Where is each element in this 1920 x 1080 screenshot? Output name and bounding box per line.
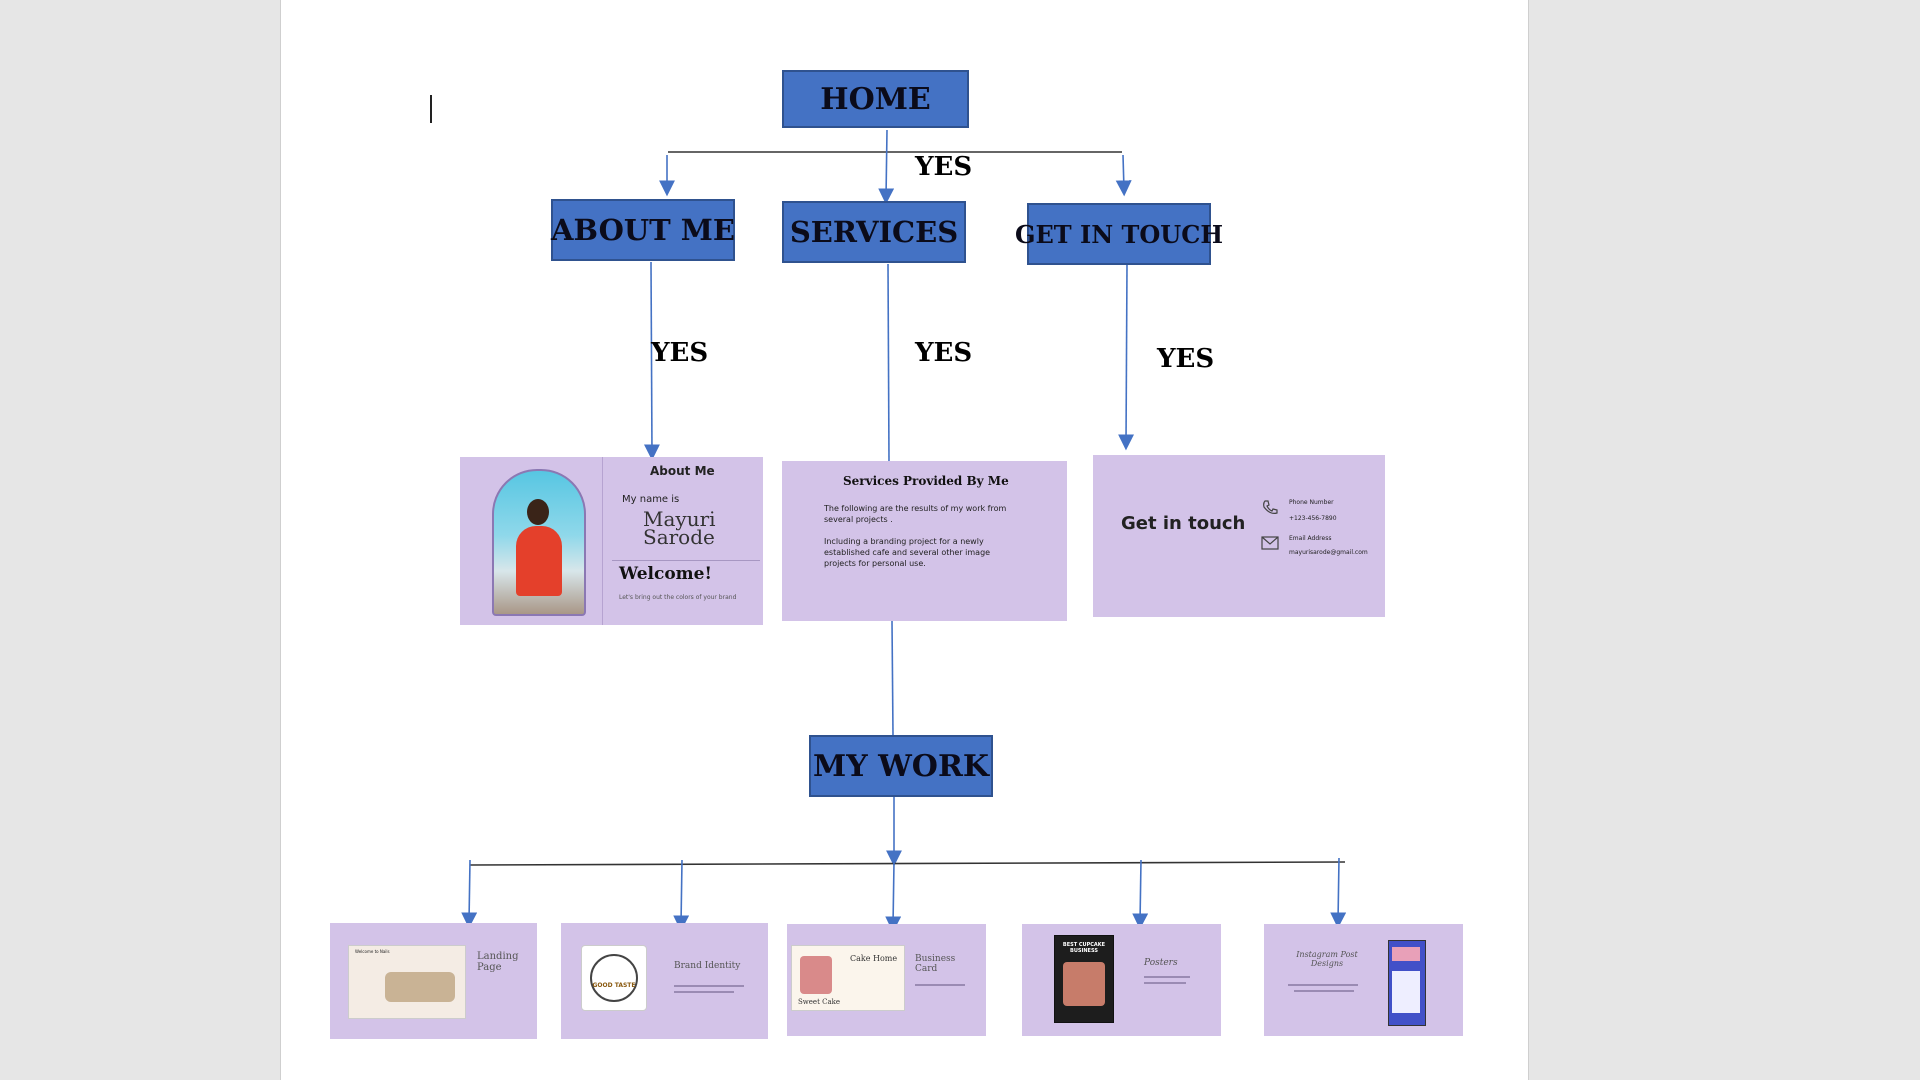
profile-photo — [492, 469, 586, 616]
landing-page-title: Landing Page — [477, 951, 519, 973]
edge-label-contact: YES — [1157, 344, 1215, 374]
landing-page-thumbnail: Welcome to Nails — [348, 945, 466, 1019]
posters-title: Posters — [1144, 958, 1178, 968]
instagram-thumbnail — [1388, 940, 1426, 1026]
contact-heading: Get in touch — [1121, 513, 1246, 534]
services-heading: Services Provided By Me — [843, 474, 1009, 488]
node-my-work: MY WORK — [809, 735, 993, 797]
posters-thumbnail: BEST CUPCAKE BUSINESS — [1054, 935, 1114, 1023]
about-heading: About Me — [650, 464, 715, 478]
arrow-work-2 — [673, 859, 690, 932]
edge-label-about: YES — [651, 338, 709, 368]
brand-identity-thumbnail: GOOD TASTE — [581, 945, 647, 1011]
services-para-1: The following are the results of my work… — [824, 504, 1007, 524]
about-tagline: Let's bring out the colors of your brand — [619, 594, 737, 601]
node-services: SERVICES — [782, 201, 966, 263]
work-card-posters: BEST CUPCAKE BUSINESS Posters — [1022, 924, 1221, 1036]
email-label: Email Address — [1289, 535, 1332, 542]
phone-label: Phone Number — [1289, 499, 1334, 506]
about-name-last: Sarode — [643, 525, 715, 549]
node-get-in-touch: GET IN TOUCH — [1015, 203, 1223, 265]
business-card-thumbnail: Cake Home Sweet Cake — [791, 945, 905, 1011]
brand-identity-title: Brand Identity — [674, 961, 741, 971]
email-value: mayurisarode@gmail.com — [1289, 549, 1368, 556]
about-intro: My name is — [622, 494, 680, 505]
node-about-me: ABOUT ME — [551, 199, 735, 261]
arrow-home-services — [878, 129, 895, 205]
text-cursor — [430, 95, 432, 123]
services-para-2: Including a branding project for a newly… — [824, 537, 991, 568]
edge-label-home: YES — [915, 152, 973, 182]
arrow-work-4 — [1132, 859, 1149, 930]
get-in-touch-card: Get in touch Phone Number +123-456-7890 … — [1093, 455, 1385, 617]
instagram-title: Instagram Post Designs — [1296, 950, 1358, 968]
work-card-business-card: Cake Home Sweet Cake Business Card — [787, 924, 986, 1036]
arrow-work-3 — [885, 861, 902, 933]
phone-value: +123-456-7890 — [1289, 515, 1337, 522]
line-services-card — [887, 263, 890, 463]
business-card-title: Business Card — [915, 954, 956, 974]
work-card-landing-page: Welcome to Nails Landing Page — [330, 923, 537, 1039]
arrow-work-5 — [1330, 857, 1347, 929]
work-bus-line — [469, 861, 1346, 866]
arrow-home-contact — [1115, 154, 1132, 197]
work-card-instagram: Instagram Post Designs — [1264, 924, 1463, 1036]
arrow-about-card — [643, 261, 660, 461]
arrow-work-1 — [461, 859, 478, 929]
phone-icon — [1263, 500, 1278, 514]
work-card-brand-identity: GOOD TASTE Brand Identity — [561, 923, 768, 1039]
services-card: Services Provided By Me The following ar… — [782, 461, 1067, 621]
about-welcome: Welcome! — [619, 564, 712, 584]
node-home: HOME — [782, 70, 969, 128]
arrow-contact-card — [1118, 264, 1135, 451]
mail-icon — [1261, 536, 1279, 550]
about-name-first: Mayuri — [643, 507, 716, 531]
edge-label-services: YES — [915, 338, 973, 368]
about-me-card: About Me My name is Mayuri Sarode Welcom… — [460, 457, 763, 625]
line-services-work — [891, 620, 894, 736]
